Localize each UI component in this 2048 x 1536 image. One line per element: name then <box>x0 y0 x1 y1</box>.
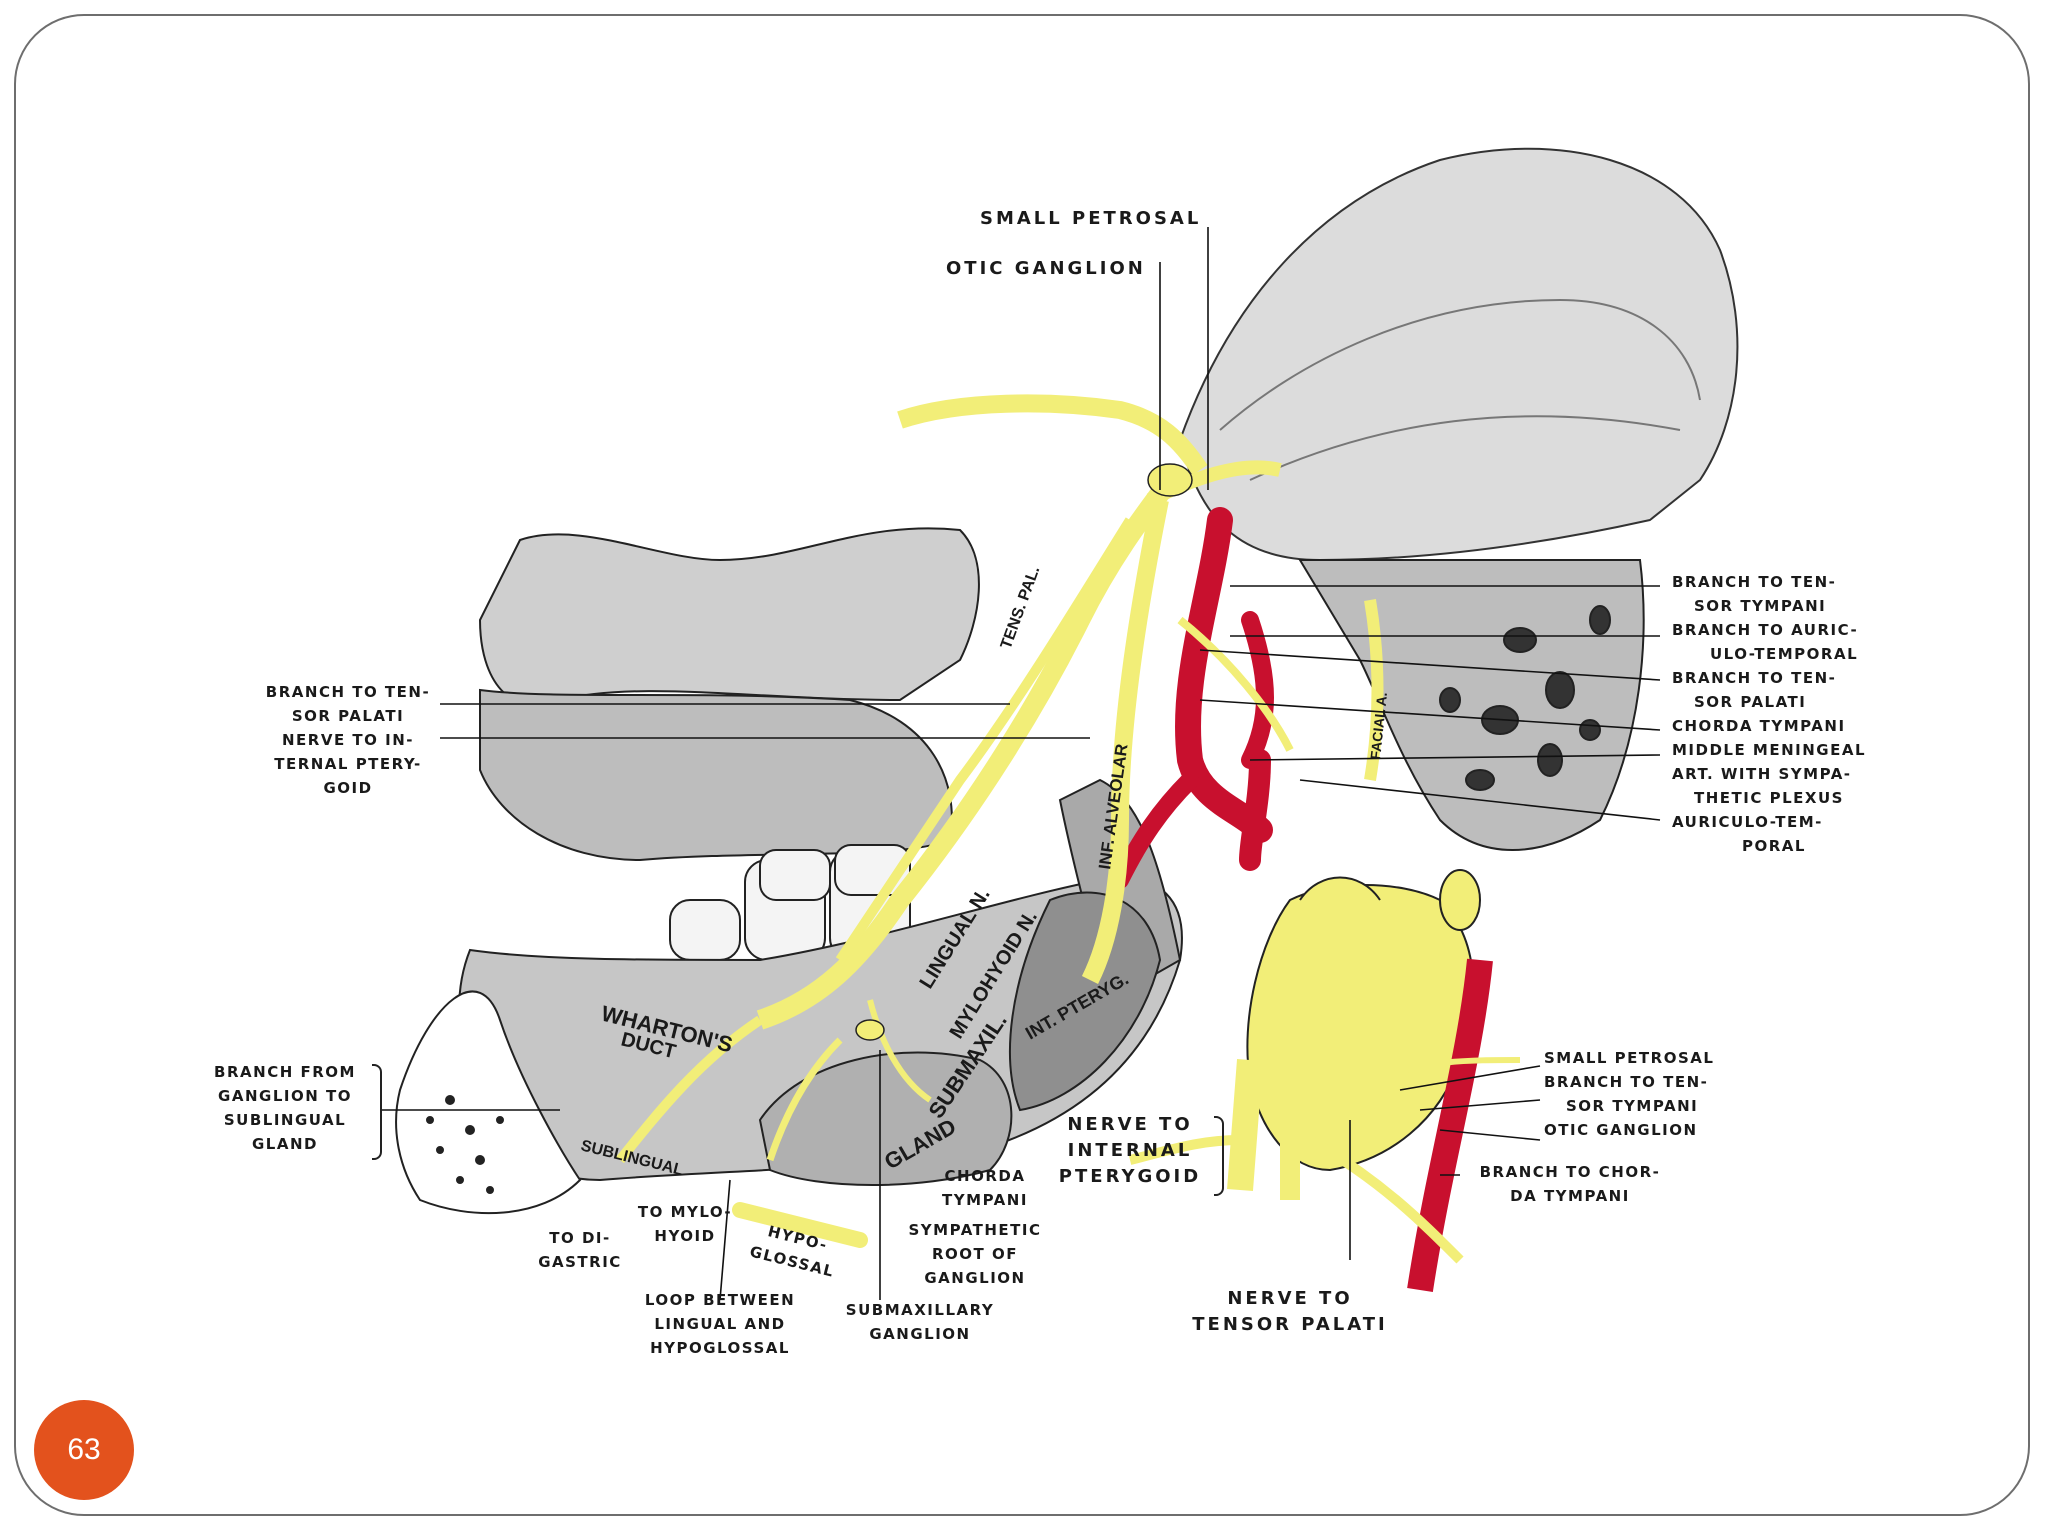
label-loop-3: HYPOGLOSSAL <box>650 1339 790 1357</box>
label-nerve-tensor-palati: NERVE TO TENSOR PALATI <box>1160 1286 1420 1338</box>
inset-otic-ganglion <box>1128 869 1521 1292</box>
label-sg-2: GANGLION <box>869 1325 971 1343</box>
label-tm-1: TO MYLO- <box>637 1203 733 1221</box>
label-branch-from-ganglion: BRANCH FROM GANGLION TO SUBLINGUAL GLAND <box>200 1060 370 1156</box>
label-td-1: TO DI- <box>549 1229 611 1247</box>
tens-pal-label: TENS. PAL. <box>998 564 1044 651</box>
label-to-digastric: TO DI- GASTRIC <box>530 1226 630 1274</box>
label-ir-3: SOR TYMPANI <box>1566 1097 1699 1115</box>
label-right-7: CHORDA TYMPANI <box>1672 717 1846 735</box>
label-ntp-2: TENSOR PALATI <box>1192 1314 1388 1335</box>
chin-bone <box>395 990 582 1215</box>
label-bfg-1: BRANCH FROM <box>214 1063 356 1081</box>
label-ir-2: BRANCH TO TEN- <box>1544 1073 1709 1091</box>
label-ct-1: CHORDA <box>944 1167 1026 1185</box>
label-right-4: ULO-TEMPORAL <box>1710 645 1859 663</box>
hypoglossal-nerve <box>732 1202 868 1248</box>
label-left-4: TERNAL PTERY- <box>274 755 422 773</box>
submaxillary-gland <box>758 1051 1013 1186</box>
label-ct-2: TYMPANI <box>942 1191 1028 1209</box>
label-right-1: BRANCH TO TEN- <box>1672 573 1837 591</box>
label-to-mylohyoid: TO MYLO- HYOID <box>630 1200 740 1248</box>
label-left-3: NERVE TO IN- <box>282 731 414 749</box>
label-sg-1: SUBMAXILLARY <box>845 1301 995 1319</box>
label-right-9: ART. WITH SYMPA- <box>1672 765 1852 783</box>
label-loop-1: LOOP BETWEEN <box>644 1291 796 1309</box>
temporal-bone <box>1178 147 1739 562</box>
label-right-2: SOR TYMPANI <box>1694 597 1827 615</box>
label-ir-4: OTIC GANGLION <box>1544 1121 1698 1139</box>
label-submaxillary-ganglion: SUBMAXILLARY GANGLION <box>830 1298 1010 1346</box>
label-right-3: BRANCH TO AURIC- <box>1672 621 1859 639</box>
label-sr-1: SYMPATHETIC <box>908 1221 1042 1239</box>
page-number-badge: 63 <box>34 1400 134 1500</box>
leader-lines <box>380 227 1661 1301</box>
label-nip-1: NERVE TO <box>1067 1114 1193 1135</box>
label-left-1: BRANCH TO TEN- <box>265 683 431 701</box>
label-right-10: THETIC PLEXUS <box>1694 789 1844 807</box>
label-tm-2: HYOID <box>654 1227 716 1245</box>
label-ir-1: SMALL PETROSAL <box>1544 1049 1715 1067</box>
brace-nerve-internal-pterygoid <box>1214 1116 1224 1196</box>
label-right-11: AURICULO-TEM- <box>1672 813 1823 831</box>
brace-branch-from-ganglion <box>372 1064 382 1160</box>
otic-ganglion-node <box>855 463 1193 1041</box>
label-left-5: GOID <box>323 779 373 797</box>
label-bc-1: BRANCH TO CHOR- <box>1479 1163 1661 1181</box>
label-bfg-4: GLAND <box>252 1135 318 1153</box>
facial-a-label: FACIAL A. <box>1367 691 1390 760</box>
label-ntp-1: NERVE TO <box>1227 1288 1353 1309</box>
label-small-petrosal: SMALL PETROSAL <box>980 208 1202 229</box>
label-right-8: MIDDLE MENINGEAL <box>1672 741 1867 759</box>
mastoid-region <box>1298 559 1645 851</box>
label-loop-lingual-hypoglossal: LOOP BETWEEN LINGUAL AND HYPOGLOSSAL <box>630 1288 810 1360</box>
label-td-2: GASTRIC <box>538 1253 622 1271</box>
label-nerve-internal-pterygoid: NERVE TO INTERNAL PTERYGOID <box>1040 1112 1220 1190</box>
label-otic-ganglion: OTIC GANGLION <box>946 258 1146 279</box>
int-pterygoid-muscle <box>1009 891 1162 1112</box>
label-bfg-3: SUBLINGUAL <box>223 1111 347 1129</box>
label-group-left: BRANCH TO TEN- SOR PALATI NERVE TO IN- T… <box>248 680 448 800</box>
label-right-6: SOR PALATI <box>1694 693 1807 711</box>
maxilla <box>478 527 980 862</box>
label-nip-3: PTERYGOID <box>1058 1166 1202 1187</box>
label-sympathetic-root: SYMPATHETIC ROOT OF GANGLION <box>890 1218 1060 1290</box>
label-chorda-tympani-bottom: CHORDA TYMPANI <box>930 1164 1040 1212</box>
label-nip-2: INTERNAL <box>1067 1140 1193 1161</box>
label-sr-2: ROOT OF <box>931 1245 1018 1263</box>
label-bc-2: DA TYMPANI <box>1510 1187 1630 1205</box>
label-right-12: PORAL <box>1742 837 1806 855</box>
label-group-right: BRANCH TO TEN- SOR TYMPANI BRANCH TO AUR… <box>1672 570 1866 858</box>
mandibular-nerve <box>616 394 1384 1164</box>
label-loop-2: LINGUAL AND <box>654 1315 786 1333</box>
label-sr-3: GANGLION <box>924 1269 1026 1287</box>
label-group-inset-right: SMALL PETROSAL BRANCH TO TEN- SOR TYMPAN… <box>1544 1046 1714 1142</box>
label-branch-chorda: BRANCH TO CHOR- DA TYMPANI <box>1460 1160 1680 1208</box>
label-bfg-2: GANGLION TO <box>218 1087 352 1105</box>
label-left-2: SOR PALATI <box>291 707 405 725</box>
label-right-5: BRANCH TO TEN- <box>1672 669 1837 687</box>
